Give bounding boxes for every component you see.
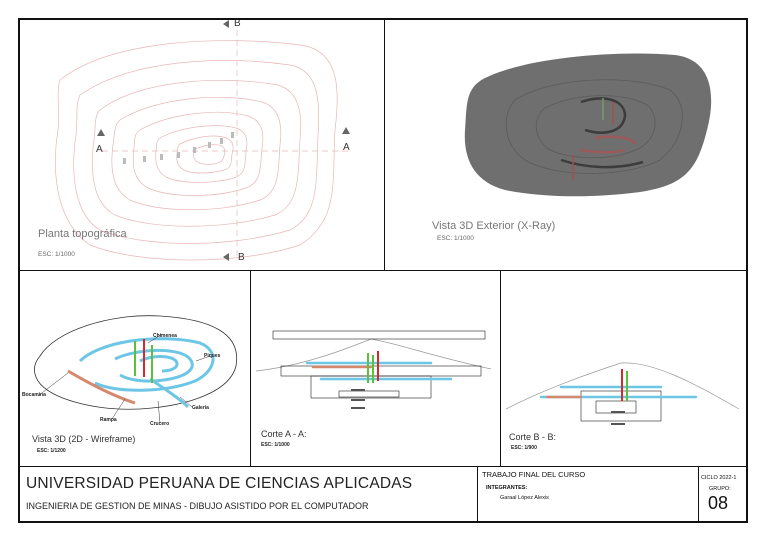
section-b-panel: Corte B - B: ESC: 1/900 [501, 271, 746, 466]
topo-title: Planta topográfica [38, 228, 127, 240]
course-subtitle: INGENIERIA DE GESTION DE MINAS - DIBUJO … [26, 501, 369, 511]
drawing-sheet: B B A A Planta topográfica ESC: 1/1000 [18, 18, 748, 523]
xray-render [464, 53, 712, 197]
section-b-top-label: B [234, 20, 241, 29]
section-a-scale: ESC: 1/1000 [261, 442, 290, 448]
section-b-title: Corte B - B: [509, 432, 557, 442]
topo-plan-panel: B B A A Planta topográfica ESC: 1/1000 [20, 20, 384, 270]
xray-scale: ESC: 1/1000 [437, 235, 474, 242]
members-label: INTEGRANTES: [486, 485, 528, 491]
group-number: 08 [708, 493, 729, 513]
xray-view-panel: Vista 3D Exterior (X-Ray) ESC: 1/1000 [385, 20, 746, 270]
section-a-left-arrow [97, 129, 105, 136]
xray-title: Vista 3D Exterior (X-Ray) [432, 220, 556, 232]
col-divider-top [384, 20, 385, 270]
section-a-right-arrow [342, 127, 350, 134]
work-title: TRABAJO FINAL DEL CURSO [482, 470, 586, 479]
wire-title: Vista 3D (2D - Wireframe) [32, 434, 136, 444]
wireframe-view-panel: Chimenea Piques Bocamina Galeria Rampa C… [20, 271, 250, 466]
wire-label-bocamina: Bocamina [22, 392, 46, 398]
member-name: Garaal López Alexis [500, 495, 549, 501]
section-a-right-label: A [343, 142, 350, 153]
col-divider-mid-2 [500, 270, 501, 466]
wire-label-galeria: Galeria [192, 405, 209, 411]
cycle-label: CICLO 2022-1 [701, 475, 737, 481]
col-divider-title-2 [698, 466, 699, 523]
section-b-drawing [505, 362, 740, 425]
section-b-top-arrow [223, 20, 229, 28]
section-b-scale: ESC: 1/900 [511, 445, 537, 451]
section-a-left-label: A [96, 144, 103, 155]
wire-label-rampa: Rampa [100, 417, 117, 423]
university-name: UNIVERSIDAD PERUANA DE CIENCIAS APLICADA… [26, 475, 413, 492]
title-block-group: CICLO 2022-1 GRUPO: 08 [699, 467, 746, 523]
topo-scale: ESC: 1/1000 [38, 251, 75, 258]
wire-label-crucero: Crucero [150, 421, 170, 427]
title-block-main: UNIVERSIDAD PERUANA DE CIENCIAS APLICADA… [20, 467, 477, 523]
wire-label-piques: Piques [204, 353, 221, 359]
topo-contours [55, 20, 350, 261]
section-b-bottom-label: B [238, 252, 245, 263]
wire-label-chimenea: Chimenea [153, 333, 177, 339]
wire-scale: ESC: 1/1200 [37, 448, 66, 454]
row-divider-2 [20, 466, 746, 467]
wireframe-render [34, 315, 238, 424]
col-divider-mid-1 [250, 270, 251, 466]
section-a-title: Corte A - A: [261, 429, 307, 439]
section-a-drawing [255, 330, 492, 409]
group-label: GRUPO: [709, 486, 731, 492]
col-divider-title-1 [477, 466, 478, 523]
row-divider-1 [20, 270, 746, 271]
section-b-bottom-arrow [223, 253, 229, 261]
section-a-panel: Corte A - A: ESC: 1/1000 [251, 271, 500, 466]
title-block-work: TRABAJO FINAL DEL CURSO INTEGRANTES: Gar… [478, 467, 698, 523]
